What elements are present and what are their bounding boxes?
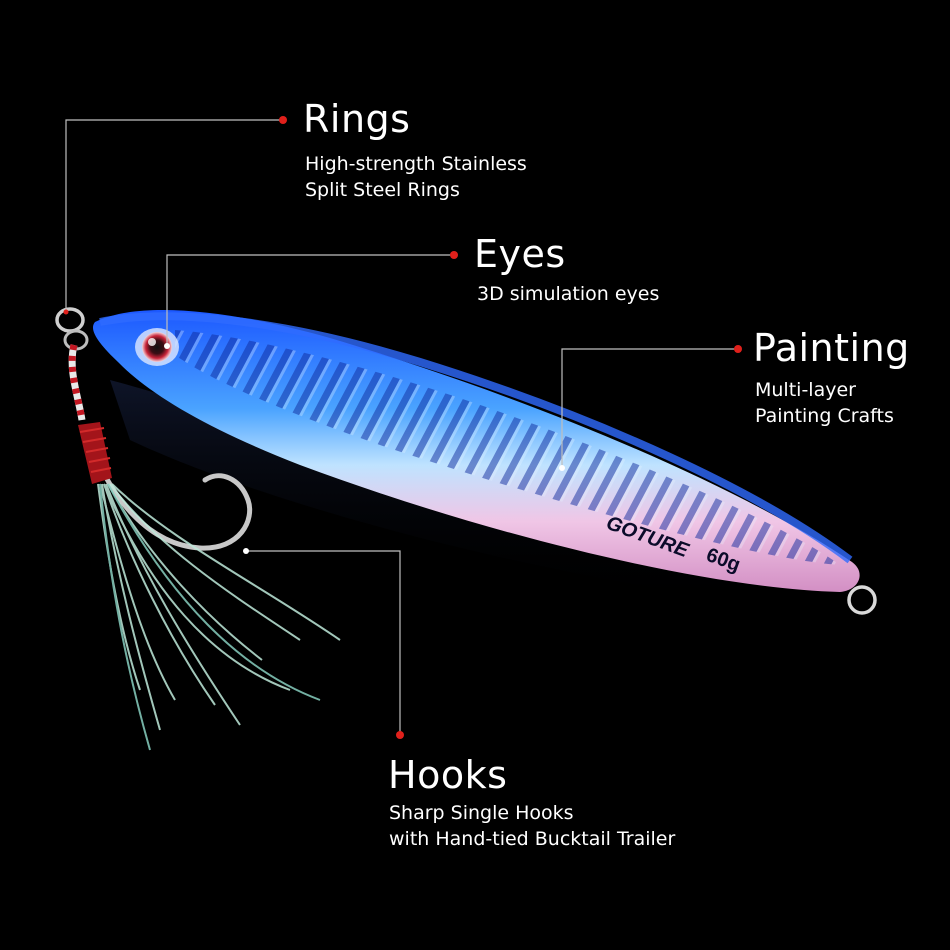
hook-icon — [87, 437, 253, 551]
painting-title: Painting — [753, 326, 910, 370]
callout-eyes-line — [164, 251, 458, 349]
bucktail-trailer — [97, 483, 341, 751]
eyes-line-1: 3D simulation eyes — [477, 283, 660, 305]
eyes-description: 3D simulation eyes — [477, 281, 659, 307]
rings-description: High-strength Stainless Split Steel Ring… — [305, 151, 527, 203]
callout-painting-line — [559, 345, 742, 471]
callout-hooks-line — [243, 548, 404, 739]
painting-line-1: Multi-layer — [755, 379, 856, 401]
lure-dorsal-highlight — [99, 312, 853, 564]
hooks-title: Hooks — [388, 753, 508, 797]
hooks-description: Sharp Single Hooks with Hand-tied Buckta… — [389, 800, 675, 852]
rings-title: Rings — [303, 97, 411, 141]
rings-line-2: Split Steel Rings — [305, 179, 460, 201]
rings-line-1: High-strength Stainless — [305, 153, 527, 175]
painting-line-2: Painting Crafts — [755, 405, 894, 427]
lure-scales — [175, 330, 840, 565]
callout-rings-line — [63, 116, 287, 315]
hooks-line-1: Sharp Single Hooks — [389, 802, 574, 824]
tail-ring-icon — [847, 585, 877, 615]
jig-lure: GOTURE 60g — [92, 310, 877, 615]
painting-description: Multi-layer Painting Crafts — [755, 377, 894, 429]
split-ring — [55, 307, 89, 351]
eyes-title: Eyes — [474, 232, 566, 276]
hooks-line-2: with Hand-tied Bucktail Trailer — [389, 828, 676, 850]
